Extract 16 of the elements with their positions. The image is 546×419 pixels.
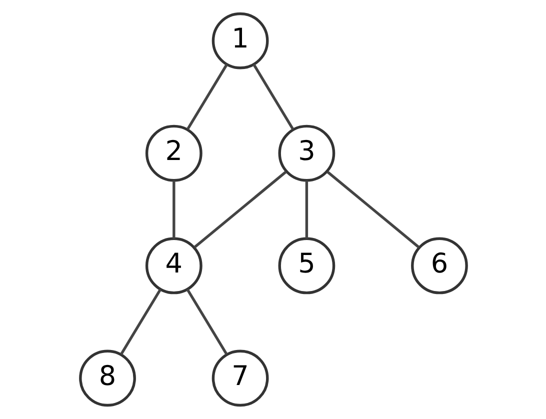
node-circle: 1 [211,12,268,70]
connector [120,288,162,355]
node-circle: 8 [78,350,136,407]
node-circle: 4 [144,237,202,294]
connector [252,64,294,130]
connector [193,170,286,248]
connector [172,180,175,239]
connector [326,170,420,248]
node-circle: 5 [278,237,335,294]
node-circle: 3 [278,124,335,182]
node-circle: 7 [211,350,268,407]
connector [304,180,308,239]
connector [186,64,228,130]
connector [186,288,228,355]
node-circle: 6 [410,237,468,294]
node-circle: 2 [144,124,202,182]
